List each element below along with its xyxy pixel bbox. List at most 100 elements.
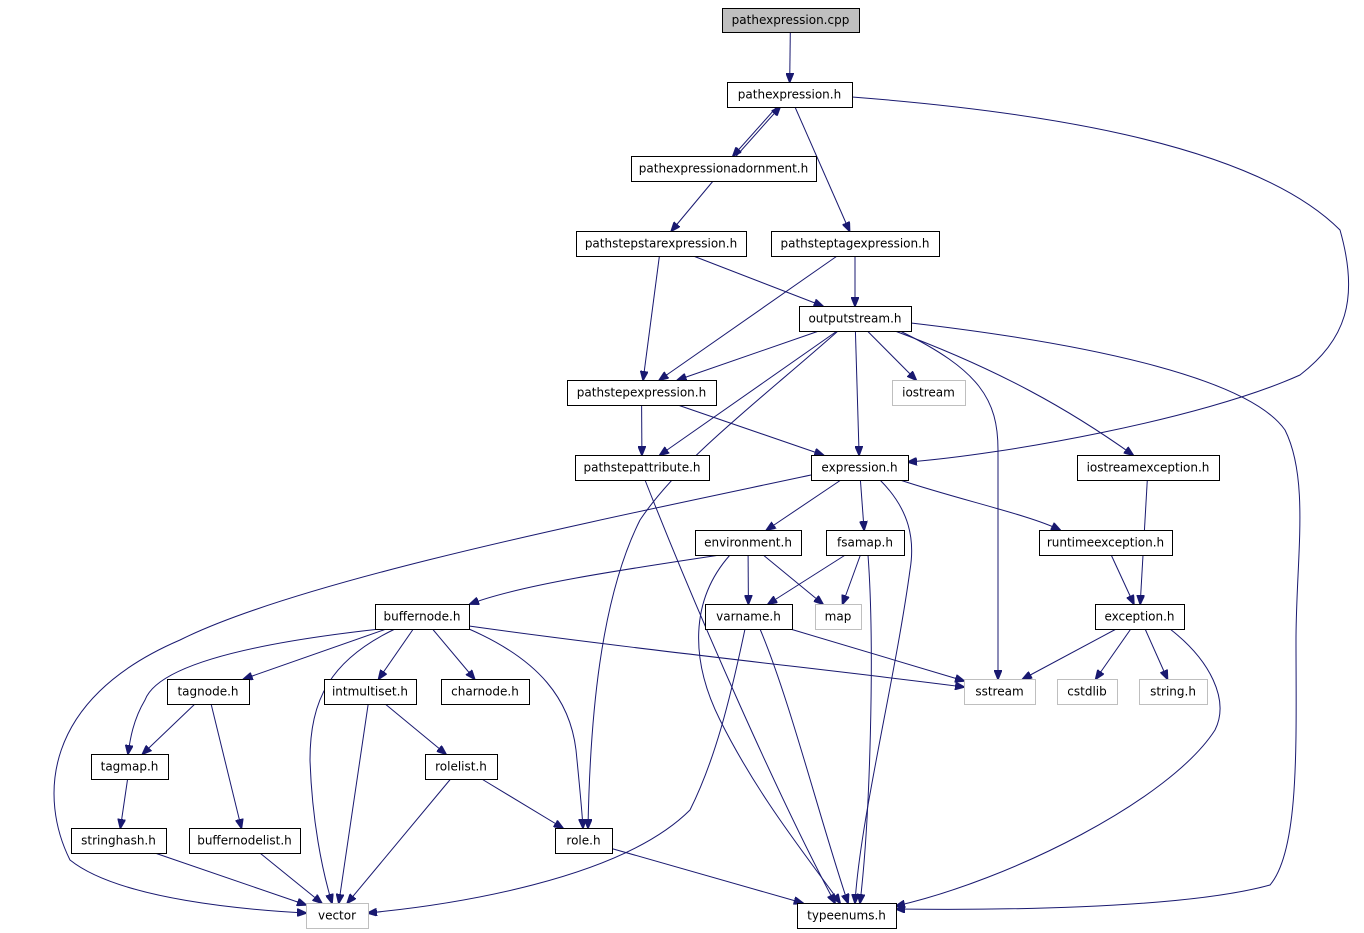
node-buffernodelist-h[interactable]: buffernodelist.h — [189, 828, 301, 854]
edge-exception-h-to-sstream — [1023, 628, 1117, 679]
node-box — [771, 231, 940, 257]
node-box — [189, 828, 301, 854]
node-label: buffernode.h — [384, 610, 461, 624]
node-exception-h[interactable]: exception.h — [1095, 604, 1185, 630]
edge-expression-h-to-environment-h — [767, 479, 842, 530]
edge-environment-h-to-buffernode-h — [470, 554, 721, 604]
edge-buffernodelist-h-to-vector — [259, 852, 322, 903]
edge-buffernode-h-to-tagnode-h — [244, 628, 387, 679]
edge-outputstream-h-to-iostream — [867, 330, 916, 380]
node-charnode-h[interactable]: charnode.h — [441, 679, 530, 705]
edge-tagnode-h-to-buffernodelist-h — [210, 703, 241, 828]
node-label: pathexpressionadornment.h — [639, 162, 808, 176]
node-intmultiset-h[interactable]: intmultiset.h — [324, 679, 417, 705]
edge-varname-h-to-typeenums-h — [759, 628, 848, 903]
node-label: pathstepattribute.h — [584, 461, 701, 475]
node-label: charnode.h — [451, 685, 519, 699]
node-label: environment.h — [704, 536, 792, 550]
edge-exception-h-to-string-h — [1144, 628, 1167, 679]
edge-outputstream-h-to-expression-h — [855, 330, 859, 455]
node-label: typeenums.h — [807, 909, 886, 923]
node-pathexpression-cpp: pathexpression.cpp — [722, 8, 860, 33]
node-buffernode-h[interactable]: buffernode.h — [375, 604, 470, 630]
node-box — [722, 8, 860, 33]
node-label: vector — [318, 909, 356, 923]
node-box — [324, 679, 417, 705]
edge-outputstream-h-to-role-h — [588, 330, 839, 828]
node-box — [71, 828, 167, 854]
edge-buffernode-h-to-vector — [309, 628, 396, 903]
node-box — [1039, 530, 1173, 556]
edge-environment-h-to-map — [762, 554, 823, 604]
node-box — [695, 530, 802, 556]
node-label: tagnode.h — [177, 685, 238, 699]
node-pathstepstarexpression-h[interactable]: pathstepstarexpression.h — [576, 231, 747, 257]
node-pathstepexpression-h[interactable]: pathstepexpression.h — [567, 380, 717, 406]
node-typeenums-h[interactable]: typeenums.h — [797, 903, 897, 929]
edge-fsamap-h-to-typeenums-h — [860, 554, 872, 903]
edge-varname-h-to-sstream — [790, 628, 964, 681]
node-stringhash-h[interactable]: stringhash.h — [71, 828, 167, 854]
node-label: fsamap.h — [837, 536, 893, 550]
node-label: pathsteptagexpression.h — [780, 237, 929, 251]
node-iostreamexception-h[interactable]: iostreamexception.h — [1077, 455, 1220, 481]
node-runtimeexception-h[interactable]: runtimeexception.h — [1039, 530, 1173, 556]
node-label: pathstepexpression.h — [577, 386, 706, 400]
edge-buffernode-h-to-intmultiset-h — [379, 628, 414, 679]
node-box — [555, 828, 613, 854]
node-label: exception.h — [1104, 610, 1174, 624]
edge-outputstream-h-to-typeenums-h — [896, 322, 1301, 909]
node-tagmap-h[interactable]: tagmap.h — [91, 754, 169, 780]
edge-pathstepstarexpression-h-to-pathstepexpression-h — [643, 255, 660, 380]
node-label: outputstream.h — [808, 312, 901, 326]
node-box — [799, 306, 912, 332]
node-varname-h[interactable]: varname.h — [705, 604, 793, 630]
edge-pathexpression-h-to-pathsteptagexpression-h — [794, 106, 850, 231]
edge-intmultiset-h-to-vector — [339, 703, 369, 903]
node-label: runtimeexception.h — [1047, 536, 1164, 550]
node-label: intmultiset.h — [332, 685, 408, 699]
edge-pathexpression-cpp-to-pathexpression-h — [790, 31, 791, 82]
edge-pathstepstarexpression-h-to-outputstream-h — [693, 255, 822, 306]
edge-fsamap-h-to-map — [843, 554, 861, 604]
node-tagnode-h[interactable]: tagnode.h — [167, 679, 250, 705]
node-vector: vector — [306, 903, 369, 929]
edge-buffernode-h-to-role-h — [468, 628, 583, 828]
node-box — [575, 455, 710, 481]
node-box — [1095, 604, 1185, 630]
node-role-h[interactable]: role.h — [555, 828, 613, 854]
node-box — [425, 754, 498, 780]
edge-buffernode-h-to-charnode-h — [432, 628, 475, 679]
node-rolelist-h[interactable]: rolelist.h — [425, 754, 498, 780]
edge-expression-h-to-runtimeexception-h — [899, 479, 1060, 530]
edge-environment-h-to-typeenums-h — [698, 554, 840, 903]
edge-pathsteptagexpression-h-to-pathstepexpression-h — [659, 255, 838, 380]
edge-rolelist-h-to-role-h — [481, 778, 563, 828]
node-map: map — [815, 604, 862, 630]
edge-pathstepattribute-h-to-typeenums-h — [644, 479, 835, 903]
node-pathsteptagexpression-h[interactable]: pathsteptagexpression.h — [771, 231, 940, 257]
node-label: pathexpression.cpp — [732, 13, 850, 27]
node-label: tagmap.h — [101, 760, 159, 774]
node-expression-h[interactable]: expression.h — [811, 455, 909, 481]
node-box — [1057, 679, 1118, 705]
edge-pathexpressionadornment-h-to-pathexpression-h — [735, 107, 780, 157]
edge-pathexpressionadornment-h-to-pathstepstarexpression-h — [671, 180, 714, 231]
edge-stringhash-h-to-vector — [154, 852, 306, 905]
node-pathexpression-h[interactable]: pathexpression.h — [727, 82, 853, 108]
edge-rolelist-h-to-vector — [347, 778, 451, 903]
node-outputstream-h[interactable]: outputstream.h — [799, 306, 912, 332]
edge-expression-h-to-typeenums-h — [855, 479, 913, 903]
node-environment-h[interactable]: environment.h — [695, 530, 802, 556]
node-pathexpressionadornment-h[interactable]: pathexpressionadornment.h — [631, 156, 817, 182]
edge-exception-h-to-cstdlib — [1096, 628, 1132, 679]
edge-outputstream-h-to-pathstepattribute-h — [660, 330, 838, 455]
node-pathstepattribute-h[interactable]: pathstepattribute.h — [575, 455, 710, 481]
node-box — [826, 530, 905, 556]
edges-layer — [53, 31, 1350, 913]
node-label: expression.h — [821, 461, 897, 475]
edge-runtimeexception-h-to-exception-h — [1110, 554, 1134, 604]
node-fsamap-h[interactable]: fsamap.h — [826, 530, 905, 556]
node-box — [892, 380, 966, 406]
